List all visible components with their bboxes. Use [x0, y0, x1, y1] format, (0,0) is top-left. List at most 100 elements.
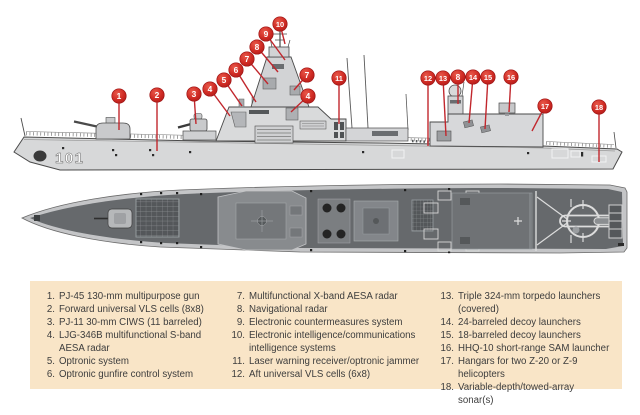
- callout-leader-line-14: [468, 76, 474, 124]
- legend-item-number: 4.: [46, 330, 55, 341]
- bow-fitting: [34, 215, 40, 221]
- sband-radar-panel-aft: [285, 107, 299, 121]
- hangar-roof-top: [451, 192, 533, 250]
- whip-antenna: [363, 54, 369, 129]
- legend-item-text: PJ-11 30-mm CIWS (11 barreled): [59, 317, 202, 328]
- legend-item-text: 24-barreled decoy launchers: [458, 317, 581, 328]
- callout-number: 3: [192, 89, 197, 99]
- callout-marker-15: 15: [480, 69, 496, 85]
- callout-number: 16: [507, 73, 515, 82]
- legend-item: 14.24-barreled decoy launchers: [437, 316, 612, 329]
- legend-item-number: 3.: [46, 317, 55, 328]
- callout-leader-line-15: [484, 76, 489, 130]
- callout-marker-9: 9: [258, 26, 274, 42]
- sband-radar-panel-forward: [230, 111, 247, 128]
- legend-item-number: 1.: [46, 291, 55, 302]
- hangar-cross-mark: [514, 217, 522, 225]
- intake-louvers: [254, 120, 327, 144]
- legend-item: 13.Triple 324-mm torpedo launchers (cove…: [437, 290, 612, 316]
- legend-item-text: Optronic gunfire control system: [59, 369, 194, 380]
- callout-number: 10: [276, 20, 284, 29]
- legend-item: 15. 18-barreled decoy launchers: [437, 329, 612, 342]
- legend-item: 3. PJ-11 30-mm CIWS (11 barreled): [38, 316, 218, 329]
- callout-number: 1: [117, 91, 122, 101]
- legend-item: 2.Forward universal VLS cells (8x8): [38, 303, 218, 316]
- legend-item: 8.Navigational radar: [228, 303, 427, 316]
- legend-item: 18. Variable-depth/towed-array sonar(s): [437, 381, 612, 407]
- callout-number: 8: [255, 42, 260, 52]
- side-profile-view: 101: [13, 28, 623, 171]
- deck-edge-line: [23, 139, 616, 152]
- legend-item-text: Navigational radar: [249, 304, 328, 315]
- torpedo-launcher-door: [436, 130, 452, 142]
- legend-item: 1.PJ-45 130-mm multipurpose gun: [38, 290, 218, 303]
- whip-antenna: [346, 57, 353, 129]
- callout-marker-7: 7: [299, 67, 315, 83]
- hhq10-sam-launcher: [498, 102, 516, 116]
- aft-nav-radar: [450, 100, 461, 104]
- callout-marker-17: 17: [537, 98, 553, 114]
- legend-item-text: Multifunctional X-band AESA radar: [249, 291, 398, 302]
- legend-item-text: Triple 324-mm torpedo launchers (covered…: [458, 291, 601, 315]
- anchor-hawse: [33, 150, 47, 162]
- callout-number: 8: [456, 72, 461, 82]
- legend-item-text: Optronic system: [59, 356, 129, 367]
- deck-elevator-grid: [608, 204, 624, 246]
- callout-marker-12: 12: [420, 70, 436, 86]
- callout-marker-7: 7: [239, 51, 255, 67]
- callout-number: 6: [234, 65, 239, 75]
- callout-number: 5: [222, 75, 227, 85]
- callout-marker-18: 18: [591, 99, 607, 115]
- legend-item-number: 2.: [46, 304, 55, 315]
- legend-item: 7. Multifunctional X-band AESA radar: [228, 290, 427, 303]
- bridge-superstructure-top: [217, 190, 307, 251]
- jackstaff: [20, 117, 26, 137]
- legend-item-text: Laser warning receiver/optronic jammer: [249, 356, 420, 367]
- callout-number: 4: [208, 84, 213, 94]
- hull-fittings: [62, 147, 584, 157]
- legend-item-number: 11.: [232, 356, 245, 367]
- legend-item-text: Variable-depth/towed-array sonar(s): [458, 382, 575, 406]
- callout-marker-14: 14: [465, 69, 481, 85]
- callout-number: 12: [424, 74, 432, 83]
- callout-number: 7: [305, 70, 310, 80]
- deckhouse-windows: [372, 131, 398, 136]
- legend-item-text: HHQ-10 short-range SAM launcher: [458, 343, 610, 354]
- legend-item-number: 18.: [440, 382, 454, 393]
- legend-item: 16. HHQ-10 short-range SAM launcher: [437, 342, 612, 355]
- legend-item-number: 9.: [236, 317, 245, 328]
- bridge-windows: [249, 110, 269, 114]
- gun-turret-top: [94, 208, 133, 229]
- legend-item-number: 12.: [231, 369, 245, 380]
- legend-item: 5.Optronic system: [38, 355, 218, 368]
- hull-number: 101: [55, 150, 85, 167]
- callout-marker-8: 8: [249, 39, 265, 55]
- callout-marker-1: 1: [111, 88, 127, 104]
- legend-item-number: 7.: [236, 291, 245, 302]
- callout-marker-5: 5: [216, 72, 232, 88]
- callout-marker-4: 4: [202, 81, 218, 97]
- callout-marker-4: 4: [300, 88, 316, 104]
- legend-item: 12. Aft universal VLS cells (6x8): [228, 368, 427, 381]
- aft-vls-grid: [411, 199, 434, 232]
- legend-item-number: 16.: [440, 343, 454, 354]
- optronic-system-device: [238, 98, 245, 108]
- legend-item-text: Electronic intelligence/communications i…: [249, 330, 416, 354]
- callout-marker-6: 6: [228, 62, 244, 78]
- legend-column-3: 13.Triple 324-mm torpedo launchers (cove…: [437, 290, 612, 406]
- legend-item-text: Aft universal VLS cells (6x8): [249, 369, 371, 380]
- legend-item-text: Hangars for two Z-20 or Z-9 helicopters: [458, 356, 578, 380]
- callout-number: 14: [469, 73, 478, 82]
- legend-item-text: Electronic countermeasures system: [249, 317, 403, 328]
- ship-diagram: 10 1: [13, 16, 628, 254]
- callout-number: 9: [264, 29, 269, 39]
- legend-item-text: 18-barreled decoy launchers: [458, 330, 581, 341]
- callout-marker-10: 10: [272, 16, 288, 32]
- callout-marker-3: 3: [186, 86, 202, 102]
- midship-structure-top: [353, 200, 399, 242]
- legend-item-number: 15.: [440, 330, 454, 341]
- xband-radar-panel-aft: [289, 85, 301, 96]
- forward-vls-grid: [135, 198, 180, 238]
- legend-item: 4.LJG-346B multifunctional S-band AESA r…: [38, 329, 218, 355]
